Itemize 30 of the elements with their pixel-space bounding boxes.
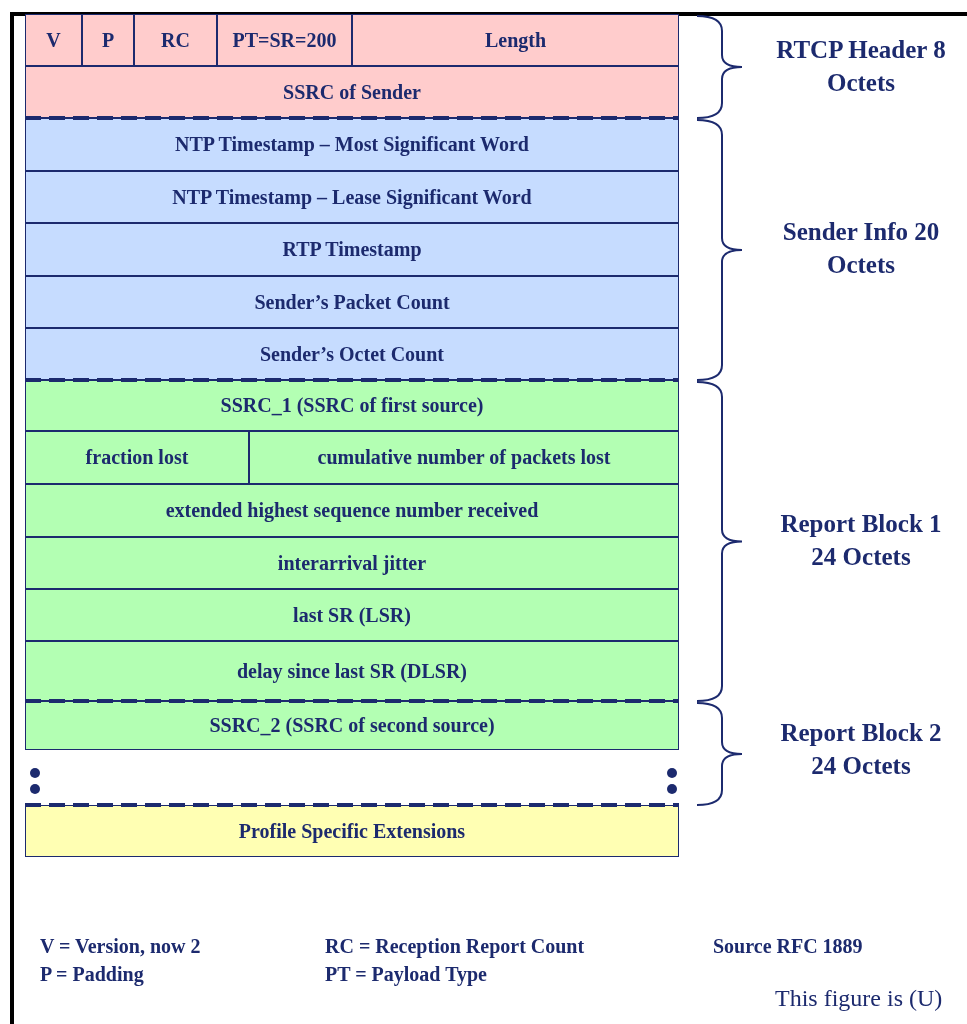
packet-field: Profile Specific Extensions [25,805,679,857]
legend-note: Source RFC 1889 [713,935,863,958]
packet-field: V [25,14,82,66]
packet-field: PT=SR=200 [217,14,352,66]
packet-field: fraction lost [25,431,249,484]
section-label: Report Block 1 24 Octets [779,509,943,572]
packet-field: P [82,14,134,66]
packet-field: SSRC_1 (SSRC of first source) [25,380,679,431]
section-label: RTCP Header 8 Octets [775,35,947,98]
classification-note: This figure is (U) [775,985,943,1012]
packet-field: SSRC of Sender [25,66,679,118]
packet-field: delay since last SR (DLSR) [25,641,679,701]
legend-note: V = Version, now 2 [40,935,201,958]
packet-field: Length [352,14,679,66]
packet-field: extended highest sequence number received [25,484,679,537]
packet-field: interarrival jitter [25,537,679,589]
packet-field: NTP Timestamp – Most Significant Word [25,118,679,171]
packet-field: Sender’s Octet Count [25,328,679,380]
packet-field: NTP Timestamp – Lease Significant Word [25,171,679,223]
packet-field: SSRC_2 (SSRC of second source) [25,701,679,750]
legend-note: RC = Reception Report Count [325,935,585,958]
packet-field: RC [134,14,217,66]
section-label: Report Block 2 24 Octets [779,718,943,781]
packet-field: cumulative number of packets lost [249,431,679,484]
section-label: Sender Info 20 Octets [781,217,941,280]
packet-field: RTP Timestamp [25,223,679,276]
legend-note: PT = Payload Type [325,963,487,986]
packet-field: Sender’s Packet Count [25,276,679,328]
legend-note: P = Padding [40,963,144,986]
packet-field: last SR (LSR) [25,589,679,641]
